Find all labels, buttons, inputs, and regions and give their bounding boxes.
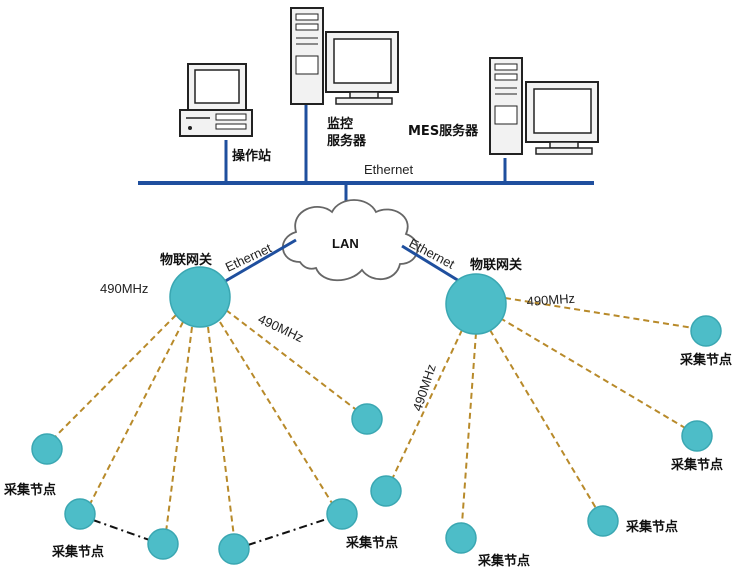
node-right-2 [681, 420, 713, 452]
lan-cloud-icon [281, 199, 419, 282]
ethernet-link-right [401, 244, 465, 286]
radio-links-left [46, 309, 368, 546]
node-label-1: 采集节点 [3, 482, 56, 498]
node-left-1 [31, 433, 63, 465]
gateway-right [445, 273, 507, 335]
gateway-right-label: 物联网关 [470, 257, 522, 273]
monitor-server-icon [290, 7, 399, 105]
node-right-5 [370, 475, 402, 507]
node-label-2: 采集节点 [51, 544, 104, 560]
ethernet-bus-label: Ethernet [364, 162, 414, 177]
gateway-left-label: 物联网关 [160, 252, 212, 268]
collection-nodes [31, 315, 722, 565]
freq-left-outer-label: 490MHz [100, 281, 148, 296]
freq-left-inner-label: 490MHz [256, 311, 306, 345]
ethernet-link-left [221, 238, 297, 285]
node-label-7: 采集节点 [679, 352, 732, 368]
node-label-5: 采集节点 [625, 519, 678, 535]
freq-right-top-label: 490MHz [526, 291, 575, 309]
operator-station-computer-icon [179, 63, 253, 137]
node-left-3 [147, 528, 179, 560]
node-right-4 [445, 522, 477, 554]
mesh-links [92, 517, 331, 546]
node-left-6 [351, 403, 383, 435]
gateway-left [169, 266, 231, 328]
operator-station-label: 操作站 [232, 148, 271, 164]
monitor-server-label-line1: 监控 [327, 116, 353, 132]
node-label-6: 采集节点 [670, 457, 723, 473]
radio-links-right [386, 297, 707, 538]
node-right-1 [690, 315, 722, 347]
node-right-3 [587, 505, 619, 537]
mes-server-icon [489, 57, 599, 155]
node-left-4 [218, 533, 250, 565]
node-label-3: 采集节点 [345, 535, 398, 551]
monitor-server-label-line2: 服务器 [327, 133, 367, 149]
node-left-5 [326, 498, 358, 530]
node-left-2 [64, 498, 96, 530]
mes-server-label: MES服务器 [408, 123, 479, 139]
node-label-4: 采集节点 [477, 553, 530, 569]
lan-label: LAN [332, 236, 359, 251]
